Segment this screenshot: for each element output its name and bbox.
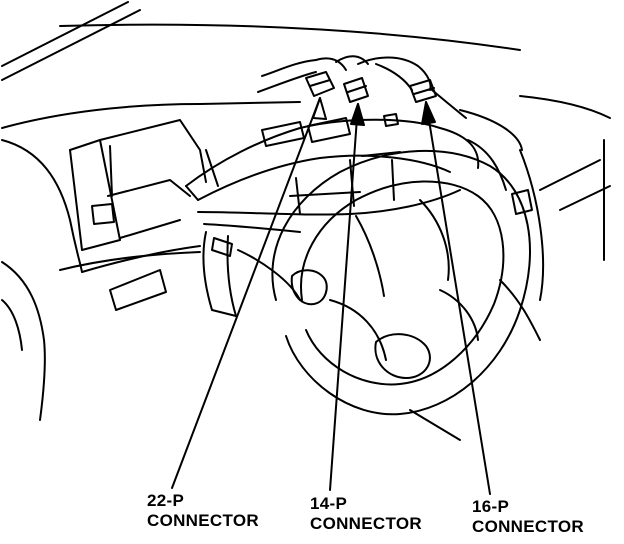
callout-22p-code: 22-P	[147, 491, 185, 510]
callout-16p-code: 16-P	[472, 497, 510, 516]
lower-dash-panel	[59, 251, 201, 311]
callout-22p-label: 22-P CONNECTOR	[147, 491, 259, 531]
windshield-lines	[1, 1, 521, 81]
callout-14p-name: CONNECTOR	[310, 514, 422, 533]
steering-wheel	[271, 149, 531, 416]
dashboard-outline	[1, 101, 301, 421]
leader-14p	[329, 103, 365, 491]
connector-22p	[305, 71, 335, 97]
steering-column	[202, 231, 301, 317]
connector-16p	[409, 79, 437, 103]
right-dash	[409, 95, 611, 441]
callout-16p-label: 16-P CONNECTOR	[472, 497, 584, 537]
callout-14p-label: 14-P CONNECTOR	[310, 494, 422, 534]
leader-16p	[421, 101, 491, 495]
callout-22p-name: CONNECTOR	[147, 511, 259, 530]
callout-16p-name: CONNECTOR	[472, 517, 584, 536]
instrument-cluster	[185, 113, 480, 233]
leader-22p	[171, 97, 327, 489]
left-vent	[69, 119, 207, 251]
callout-14p-code: 14-P	[310, 494, 348, 513]
connector-14p	[343, 77, 369, 103]
